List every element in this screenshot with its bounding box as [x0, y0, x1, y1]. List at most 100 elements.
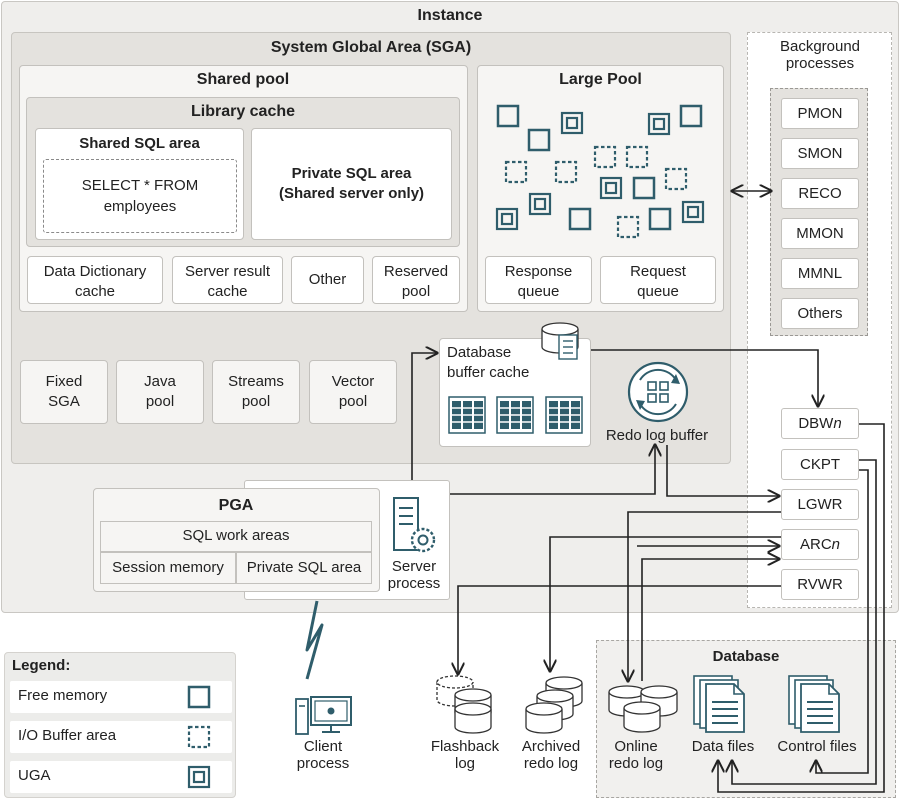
server-result-cache-line2: cache	[207, 283, 248, 300]
flashback-log-line2: log	[454, 755, 476, 772]
large-pool-title: Large Pool	[559, 71, 642, 88]
archived-redo-log-icon	[525, 676, 583, 734]
data-dictionary-cache-line2: cache	[74, 283, 116, 300]
request-queue-line2: queue	[637, 283, 679, 300]
online-redo-log-line1: Online	[614, 738, 658, 755]
process-rvwr: RVWR	[781, 569, 859, 600]
shared-sql-area-title: Shared SQL area	[79, 135, 200, 152]
private-sql-area-line2: (Shared server only)	[278, 185, 425, 202]
data-files-icon	[693, 675, 745, 733]
legend-label-free-memory: Free memory	[18, 687, 108, 704]
data-dictionary-cache	[27, 256, 163, 304]
flashback-log-line1: Flashback	[430, 738, 500, 755]
fixed-sga-line2: SGA	[48, 393, 80, 410]
private-sql-area-line1: Private SQL area	[291, 165, 412, 182]
data-dictionary-cache-line1: Data Dictionary	[43, 263, 147, 280]
redo-log-buffer-icon	[627, 361, 689, 423]
legend-label-uga: UGA	[18, 767, 51, 784]
vector-pool	[309, 360, 397, 424]
java-pool-line2: pool	[145, 393, 175, 410]
streams-pool	[212, 360, 300, 424]
fixed-sga-line1: Fixed	[45, 373, 83, 390]
process-dbwn: DBWn	[781, 408, 859, 439]
arcn-suffix: n	[831, 536, 840, 553]
sql-statement-line2: employees	[103, 198, 177, 215]
dbwn-suffix: n	[833, 415, 842, 432]
process-arcn: ARCn	[781, 529, 859, 560]
private-sql-area-shared	[251, 128, 452, 240]
response-queue-line1: Response	[504, 263, 573, 280]
process-mmnl: MMNL	[781, 258, 859, 289]
buffer-blocks-icon	[448, 396, 583, 434]
sql-work-areas-label: SQL work areas	[182, 527, 290, 544]
other-cache	[291, 256, 364, 304]
response-queue	[485, 256, 592, 304]
io-buffer-icon	[187, 725, 211, 749]
database-buffer-cache-line1: Database	[447, 344, 512, 361]
pga-private-sql-area-label: Private SQL area	[246, 559, 362, 576]
online-redo-log-line2: redo log	[608, 755, 664, 772]
pga-title: PGA	[218, 497, 254, 514]
streams-pool-line2: pool	[241, 393, 271, 410]
process-reco: RECO	[781, 178, 859, 209]
control-files-label: Control files	[777, 738, 857, 755]
redo-log-buffer-label: Redo log buffer	[605, 427, 709, 444]
fixed-sga	[20, 360, 108, 424]
session-memory-label: Session memory	[112, 559, 224, 576]
process-lgwr: LGWR	[781, 489, 859, 520]
request-queue-line1: Request	[630, 263, 686, 280]
response-queue-line2: queue	[517, 283, 560, 300]
process-mmon: MMON	[781, 218, 859, 249]
process-pmon: PMON	[781, 98, 859, 129]
instance-title: Instance	[417, 7, 483, 24]
archived-redo-log-line2: redo log	[523, 755, 579, 772]
server-process-line2: process	[387, 575, 441, 592]
archived-redo-log-line1: Archived	[521, 738, 581, 755]
reserved-pool	[372, 256, 460, 304]
online-redo-log-icon	[608, 685, 678, 733]
server-result-cache-line1: Server result	[184, 263, 271, 280]
process-smon: SMON	[781, 138, 859, 169]
reserved-pool-line2: pool	[401, 283, 431, 300]
arcn-prefix: ARC	[799, 536, 832, 553]
pga-private-sql-area	[236, 552, 372, 584]
reserved-pool-line1: Reserved	[383, 263, 449, 280]
server-process-icon	[393, 497, 436, 553]
vector-pool-line1: Vector	[331, 373, 375, 390]
client-computer-icon	[295, 696, 352, 735]
background-title-line2: processes	[785, 55, 855, 72]
sql-statement-line1: SELECT * FROM	[81, 177, 199, 194]
large-pool-memory-blocks	[495, 104, 705, 239]
buffer-cache-database-icon	[541, 322, 579, 360]
library-cache-title: Library cache	[190, 103, 296, 120]
request-queue	[600, 256, 716, 304]
process-others: Others	[781, 298, 859, 329]
legend-label-io-buffer: I/O Buffer area	[18, 727, 117, 744]
background-process-list	[770, 88, 868, 336]
background-title-line1: Background	[779, 38, 861, 55]
sql-work-areas	[100, 521, 372, 552]
legend-title: Legend:	[12, 657, 71, 674]
client-process-line1: Client	[303, 738, 343, 755]
vector-pool-line2: pool	[338, 393, 368, 410]
network-connection-icon	[305, 600, 324, 680]
sql-statement-box	[43, 159, 237, 233]
streams-pool-line1: Streams	[228, 373, 284, 390]
process-ckpt: CKPT	[781, 449, 859, 480]
uga-icon	[187, 765, 211, 789]
dbwn-prefix: DBW	[798, 415, 834, 432]
java-pool-line1: Java	[144, 373, 176, 390]
free-memory-icon	[187, 685, 211, 709]
database-title: Database	[712, 648, 780, 665]
sga-title: System Global Area (SGA)	[270, 39, 472, 56]
connectors	[411, 191, 885, 793]
session-memory	[100, 552, 236, 584]
control-files-icon	[788, 675, 840, 733]
flashback-log-icon	[436, 675, 492, 734]
java-pool	[116, 360, 204, 424]
client-process-line2: process	[296, 755, 350, 772]
shared-pool-title: Shared pool	[196, 71, 290, 88]
server-result-cache	[172, 256, 283, 304]
server-process-line1: Server	[391, 558, 437, 575]
